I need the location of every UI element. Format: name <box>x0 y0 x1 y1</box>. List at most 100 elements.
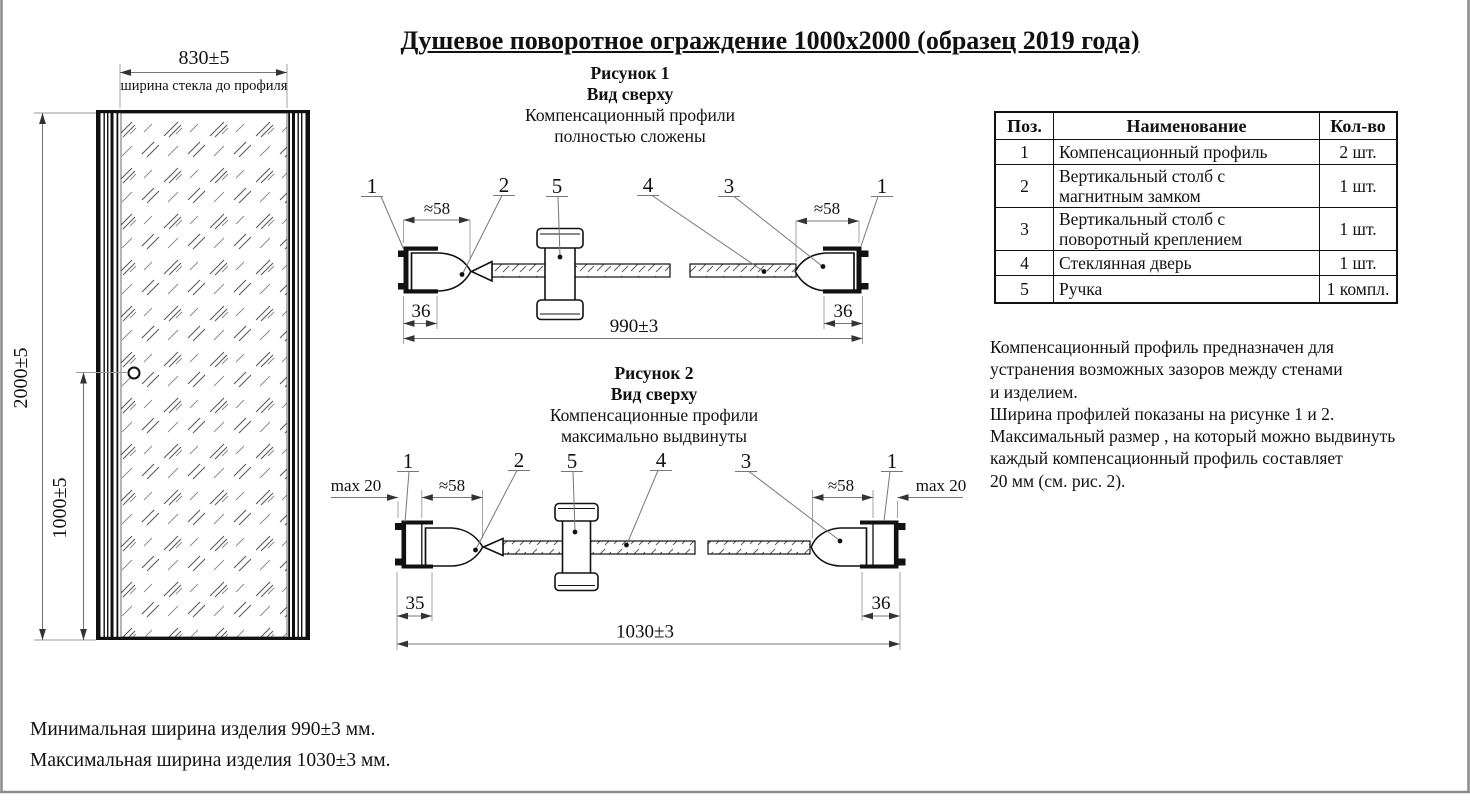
name-line: Вертикальный столб с <box>1059 166 1226 186</box>
callout-number: 5 <box>567 449 578 473</box>
fig2-glass-bar <box>502 540 696 555</box>
col-header-name: Наименование <box>1054 113 1320 139</box>
fig1-callout-post-magnetic: 2 <box>459 173 515 277</box>
dim-total-height: 2000±5 <box>10 348 32 409</box>
parts-table: Поз. Наименование Кол-во 1 Компенсационн… <box>994 111 1398 304</box>
fig2-dim-58-left: ≈58 <box>439 476 465 495</box>
note-line: Компенсационный профиль предназначен для <box>990 337 1334 357</box>
door-view-dimensions: 830±5 ширина стекла до профиля 2000±5 10… <box>10 47 288 641</box>
note-line: Максимальный размер , на который можно в… <box>990 426 1396 447</box>
dim-glass-width: 830±5 <box>179 47 230 69</box>
footer-min-width: Минимальная ширина изделия 990±3 мм. <box>30 719 376 740</box>
fig1-dim-overall: 990±3 <box>610 316 658 337</box>
fig2-dim-max20-left: max 20 <box>331 476 382 495</box>
name-line: поворотный креплением <box>1059 229 1243 249</box>
figure1-dimensions: ≈58 ≈58 36 36 990±3 <box>403 199 863 344</box>
cell-name: Вертикальный столб с поворотный креплени… <box>1054 207 1320 250</box>
fig1-callout-profile-left: 1 <box>361 174 405 251</box>
cell-name: Ручка <box>1054 275 1320 302</box>
figure2-drawing <box>395 502 906 592</box>
fig1-dim-58-right: ≈58 <box>814 199 840 218</box>
figure2-title: Рисунок 2 <box>614 363 694 383</box>
cell-pos: 2 <box>996 164 1054 207</box>
callout-number: 1 <box>403 449 414 473</box>
note-line: устранения возможных зазоров между стена… <box>990 359 1343 380</box>
name-line: Компенсационный профиль <box>1059 142 1268 162</box>
figure2-dimensions: max 20 ≈58 ≈58 max 20 35 36 1030±3 <box>331 476 967 650</box>
door-front-view <box>96 110 310 640</box>
fig1-glass-bar <box>491 263 671 278</box>
fig2-callout-profile-right: 1 <box>881 449 903 522</box>
cell-pos: 5 <box>996 275 1054 302</box>
cell-qty: 1 шт. <box>1320 164 1396 207</box>
fig1-dim-58-left: ≈58 <box>424 199 450 218</box>
dim-handle-height: 1000±5 <box>49 478 71 539</box>
callout-number: 1 <box>877 174 888 198</box>
callout-number: 1 <box>367 174 378 198</box>
fig1-callout-profile-right: 1 <box>860 174 893 247</box>
note-line: 20 мм (см. рис. 2). <box>990 470 1126 491</box>
cell-qty: 1 шт. <box>1320 207 1396 250</box>
name-line: Ручка <box>1059 279 1103 299</box>
cell-pos: 1 <box>996 139 1054 164</box>
callout-number: 1 <box>887 449 898 473</box>
callout-number: 4 <box>643 173 654 197</box>
figure1-drawing <box>398 227 869 321</box>
door-profiles <box>96 110 310 640</box>
fig1-handle <box>536 227 584 321</box>
figure1-title: Рисунок 1 <box>590 63 670 83</box>
col-header-pos: Поз. <box>996 113 1054 139</box>
page-title: Душевое поворотное ограждение 1000х2000 … <box>400 26 1140 55</box>
col-header-qty: Кол-во <box>1330 115 1386 136</box>
notes-paragraph: Компенсационный профиль предназначен для… <box>990 336 1395 492</box>
figure2-desc-line2: максимально выдвинуты <box>560 426 748 446</box>
table-row: 5 Ручка 1 компл. <box>996 275 1396 302</box>
footer-max-width: Максимальная ширина изделия 1030±3 мм. <box>30 750 391 771</box>
cell-pos: 4 <box>996 250 1054 275</box>
fig2-callout-post-pivot: 3 <box>735 449 843 544</box>
cell-name: Вертикальный столб с магнитным замком <box>1054 164 1320 207</box>
callout-number: 3 <box>741 449 752 473</box>
fig2-callout-profile-left: 1 <box>397 449 419 523</box>
table-row: 2 Вертикальный столб с магнитным замком … <box>996 164 1396 207</box>
fig1-callout-glass: 4 <box>637 173 767 274</box>
note-line: каждый компенсационный профиль составляе… <box>990 448 1343 469</box>
callout-number: 2 <box>514 448 525 472</box>
fig1-callout-post-pivot: 3 <box>718 174 826 269</box>
name-line: Стеклянная дверь <box>1059 253 1192 273</box>
figure2-desc-line1: Компенсационные профили <box>549 405 759 425</box>
cell-qty: 1 шт. <box>1320 250 1396 275</box>
name-line: магнитным замком <box>1059 186 1201 206</box>
callout-number: 4 <box>656 448 667 472</box>
callout-number: 3 <box>724 174 735 198</box>
figure2-view: Вид сверху <box>610 384 698 404</box>
fig2-dim-36-right: 36 <box>872 593 891 614</box>
fig1-dim-36-left: 36 <box>412 301 431 322</box>
fig2-callout-post-magnetic: 2 <box>473 448 530 553</box>
fig2-dim-max20-right: max 20 <box>916 476 967 495</box>
figure2-caption: Рисунок 2 Вид сверху Компенсационные про… <box>454 363 854 447</box>
cell-qty: 2 шт. <box>1320 139 1396 164</box>
door-handle-hole <box>127 366 141 380</box>
note-line: и изделием. <box>990 381 1078 402</box>
fig1-dim-36-right: 36 <box>834 301 853 322</box>
fig2-callout-handle: 5 <box>561 449 583 535</box>
cell-qty: 1 компл. <box>1320 275 1396 302</box>
note-line: Ширина профилей показаны на рисунке 1 и … <box>990 403 1335 424</box>
fig2-handle <box>554 502 599 592</box>
figure1-view: Вид сверху <box>586 84 674 104</box>
fig2-dim-35-left: 35 <box>406 593 425 614</box>
fig2-dim-overall: 1030±3 <box>616 622 674 643</box>
name-line: Вертикальный столб с <box>1059 209 1226 229</box>
glass-panel <box>120 112 288 638</box>
callout-number: 2 <box>499 173 510 197</box>
table-row: 4 Стеклянная дверь 1 шт. <box>996 250 1396 275</box>
fig1-callout-handle: 5 <box>546 174 568 260</box>
table-row: 1 Компенсационный профиль 2 шт. <box>996 139 1396 164</box>
table-header-row: Поз. Наименование Кол-во <box>996 113 1396 139</box>
cell-name: Компенсационный профиль <box>1054 139 1320 164</box>
figure1-caption: Рисунок 1 Вид сверху Компенсационный про… <box>430 63 830 147</box>
